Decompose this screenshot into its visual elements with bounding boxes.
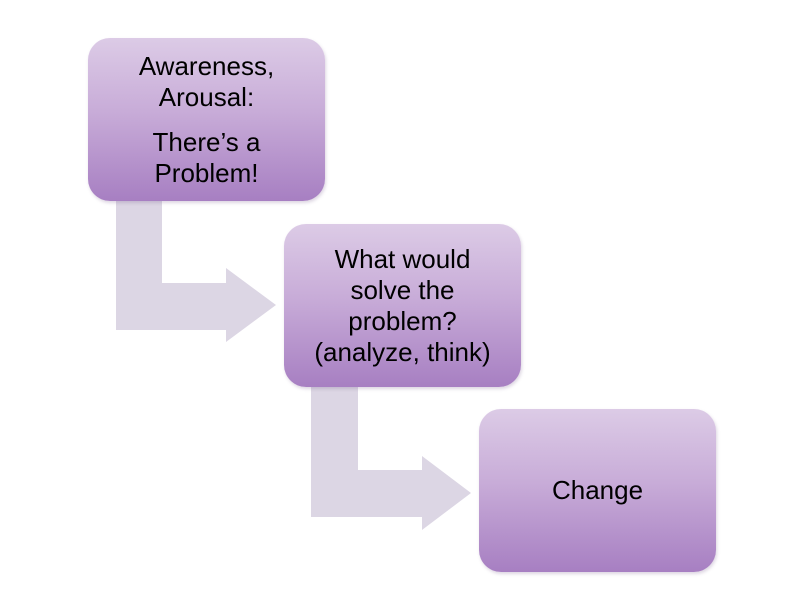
step-solve-box: What would solve the problem? (analyze, … xyxy=(284,224,521,387)
step-3-line-1: Change xyxy=(551,475,644,505)
step-change-box: Change xyxy=(479,409,716,572)
step-2-line-3: problem? xyxy=(348,305,457,336)
step-2-line-1: What would xyxy=(334,243,471,274)
step-2-line-4: (analyze, think) xyxy=(314,336,491,367)
step-2-line-2: solve the xyxy=(350,274,455,305)
step-1-line-2: Arousal: xyxy=(158,81,255,112)
step-1-line-4: Problem! xyxy=(154,157,259,188)
connector-arrow-2 xyxy=(311,386,471,530)
step-1-line-3: There’s a xyxy=(152,126,261,157)
step-1-line-1: Awareness, xyxy=(138,50,275,81)
connector-arrow-1 xyxy=(116,200,276,342)
step-awareness-box: Awareness, Arousal: There’s a Problem! xyxy=(88,38,325,201)
